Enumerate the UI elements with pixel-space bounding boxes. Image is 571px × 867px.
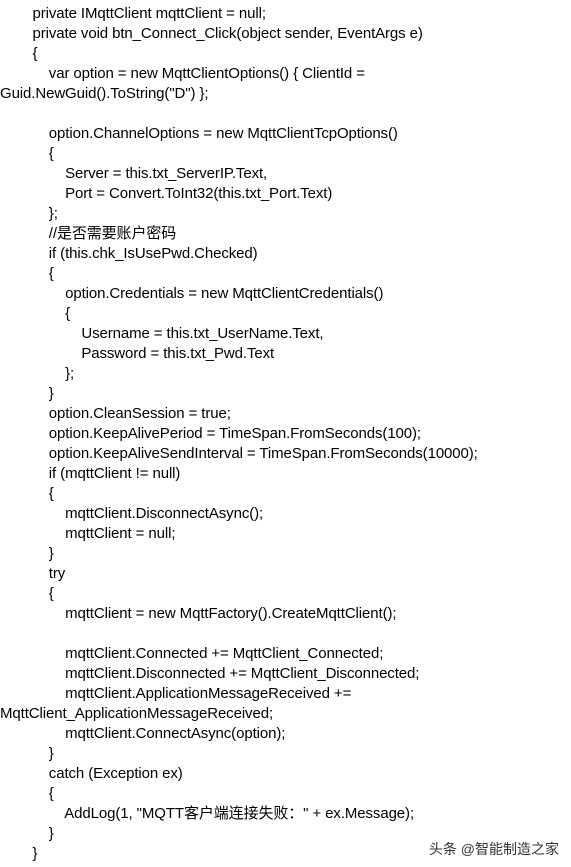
code-line: mqttClient.Connected += MqttClient_Conne… (0, 645, 384, 662)
code-line: { (0, 265, 54, 282)
code-line: Port = Convert.ToInt32(this.txt_Port.Tex… (0, 185, 333, 202)
code-block: private IMqttClient mqttClient = null; p… (0, 4, 571, 864)
code-line (0, 624, 571, 644)
code-line: { (0, 305, 70, 322)
code-line: option.CleanSession = true; (0, 405, 231, 422)
code-line: Guid.NewGuid().ToString("D") }; (0, 85, 209, 102)
code-line: { (0, 145, 54, 162)
code-line: mqttClient.DisconnectAsync(); (0, 505, 264, 522)
code-line: private IMqttClient mqttClient = null; (0, 5, 266, 22)
code-line: mqttClient = null; (0, 525, 176, 542)
code-line (0, 104, 571, 124)
code-line: } (0, 825, 54, 842)
code-line: { (0, 485, 54, 502)
code-line: mqttClient.ApplicationMessageReceived += (0, 685, 352, 702)
code-line: } (0, 745, 54, 762)
code-line: try (0, 565, 66, 582)
code-line: if (mqttClient != null) (0, 465, 181, 482)
code-line: mqttClient.Disconnected += MqttClient_Di… (0, 665, 420, 682)
code-line: Username = this.txt_UserName.Text, (0, 325, 324, 342)
code-line: option.ChannelOptions = new MqttClientTc… (0, 125, 398, 142)
code-line: option.KeepAliveSendInterval = TimeSpan.… (0, 445, 478, 462)
code-line: { (0, 585, 54, 602)
code-line: private void btn_Connect_Click(object se… (0, 25, 423, 42)
code-line: }; (0, 205, 58, 222)
code-comment: //是否需要账户密码 (0, 225, 177, 242)
code-line: option.KeepAlivePeriod = TimeSpan.FromSe… (0, 425, 422, 442)
code-line: option.Credentials = new MqttClientCrede… (0, 285, 384, 302)
code-line: var option = new MqttClientOptions() { C… (0, 65, 365, 82)
code-line: Server = this.txt_ServerIP.Text, (0, 165, 268, 182)
code-line: catch (Exception ex) (0, 765, 183, 782)
watermark: 头条 @智能制造之家 (426, 839, 561, 859)
code-line: MqttClient_ApplicationMessageReceived; (0, 705, 274, 722)
code-line: { (0, 785, 54, 802)
code-line: mqttClient.ConnectAsync(option); (0, 725, 286, 742)
code-line: AddLog(1, "MQTT客户端连接失败：" + ex.Message); (0, 805, 415, 822)
code-line: { (0, 45, 38, 62)
code-line: if (this.chk_IsUsePwd.Checked) (0, 245, 258, 262)
code-line: Password = this.txt_Pwd.Text (0, 345, 275, 362)
code-line: } (0, 545, 54, 562)
code-line: } (0, 845, 38, 862)
code-line: } (0, 385, 54, 402)
code-line: mqttClient = new MqttFactory().CreateMqt… (0, 605, 397, 622)
code-line: }; (0, 365, 75, 382)
